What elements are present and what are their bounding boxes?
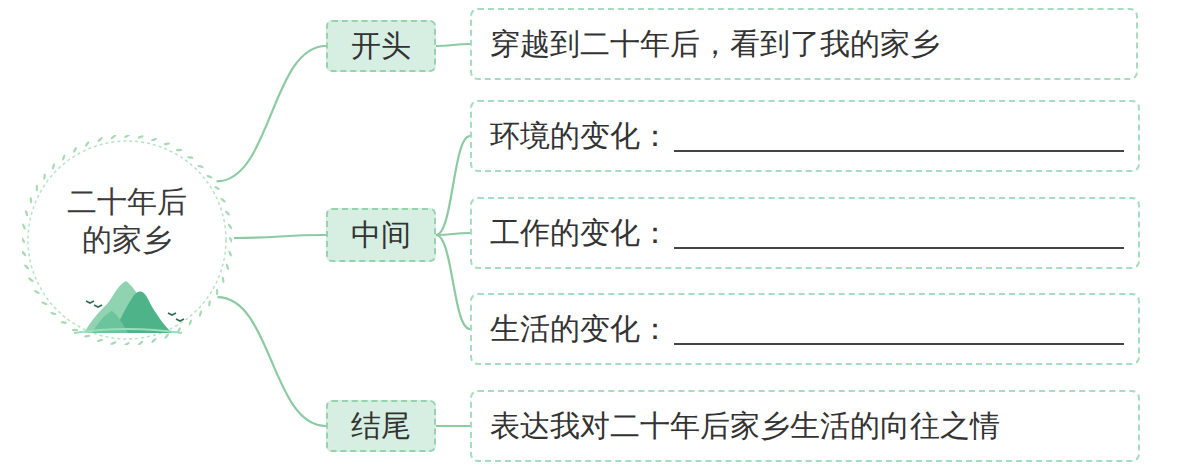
leaf-mark xyxy=(225,264,229,271)
leaf-mark xyxy=(137,135,144,139)
leaf-mark xyxy=(22,250,27,257)
branch-line xyxy=(436,425,470,427)
fill-in-blank-line xyxy=(674,120,1124,152)
leaf-mark xyxy=(164,333,170,340)
leaf-mark xyxy=(214,185,221,190)
content-box: 穿越到二十年后，看到了我的家乡 xyxy=(470,8,1138,80)
leaf-mark xyxy=(22,237,26,244)
dashed-ring xyxy=(28,141,226,339)
leaf-mark xyxy=(72,147,77,154)
leaf-mark xyxy=(29,197,32,204)
bird xyxy=(176,319,184,321)
leaf-mark xyxy=(151,337,157,343)
fill-in-blank-line xyxy=(674,313,1124,345)
leaf-mark xyxy=(41,301,48,306)
section-label: 开头 xyxy=(351,27,411,65)
leaf-ring xyxy=(22,135,232,345)
content-text: 表达我对二十年后家乡生活的向往之情 xyxy=(490,407,1000,445)
leaf-mark xyxy=(72,329,78,331)
content-text: 生活的变化： xyxy=(490,310,670,348)
leaf-mark xyxy=(84,141,90,148)
leaf-mark xyxy=(216,289,218,295)
content-text: 环境的变化： xyxy=(490,117,670,155)
branch-line xyxy=(436,136,470,235)
bird xyxy=(94,305,102,307)
leaf-mark xyxy=(208,300,211,307)
leaf-mark xyxy=(137,340,144,345)
leaf-mark xyxy=(110,135,117,140)
content-box: 生活的变化： xyxy=(470,293,1140,365)
central-circle: 二十年后 的家乡 xyxy=(22,135,232,345)
branch-box: 中间 xyxy=(326,208,436,262)
leaf-mark xyxy=(25,210,29,217)
content-text: 工作的变化： xyxy=(490,214,670,252)
leaf-mark xyxy=(34,289,41,294)
branch-box: 结尾 xyxy=(326,400,436,452)
content-box: 表达我对二十年后家乡生活的向往之情 xyxy=(470,390,1140,462)
section-label: 结尾 xyxy=(351,407,411,445)
leaf-mark xyxy=(36,185,38,191)
leaf-mark xyxy=(43,173,46,180)
leaf-mark xyxy=(124,135,131,139)
leaf-mark xyxy=(84,334,91,337)
leaf-mark xyxy=(224,210,230,216)
branch-line xyxy=(217,46,326,181)
topic-title: 二十年后 的家乡 xyxy=(64,183,190,258)
leaf-mark xyxy=(28,277,35,283)
fill-in-blank-line xyxy=(674,217,1124,249)
leaf-mark xyxy=(199,310,203,317)
leaf-mark xyxy=(22,223,26,230)
branch-line xyxy=(436,235,470,329)
leaf-mark xyxy=(206,174,213,179)
content-text: 穿越到二十年后，看到了我的家乡 xyxy=(490,25,940,63)
leaf-mark xyxy=(163,142,170,145)
leaf-mark xyxy=(221,276,224,283)
leaf-mark xyxy=(227,223,232,230)
branch-line xyxy=(217,297,326,426)
content-box: 环境的变化： xyxy=(470,100,1140,172)
ground-line xyxy=(74,329,182,333)
leaf-mark xyxy=(124,341,131,345)
leaf-mark xyxy=(187,156,194,159)
leaf-mark xyxy=(176,149,182,151)
leaf-mark xyxy=(61,154,66,161)
leaf-mark xyxy=(220,197,227,203)
leaf-mark xyxy=(110,341,117,345)
bird xyxy=(168,313,176,315)
leaf-mark xyxy=(23,264,29,270)
connector-group xyxy=(217,44,470,426)
leaf-mark xyxy=(188,319,193,326)
branch-box: 开头 xyxy=(326,20,436,72)
leaf-mark xyxy=(228,250,232,257)
leaf-mark xyxy=(97,338,104,342)
branch-line xyxy=(436,233,470,235)
leaf-mark xyxy=(51,163,55,170)
leaf-mark xyxy=(197,164,204,168)
section-label: 中间 xyxy=(351,216,411,254)
leaf-mark xyxy=(228,237,232,244)
branch-line xyxy=(436,44,470,46)
leaf-mark xyxy=(60,321,67,324)
bird xyxy=(86,301,94,303)
leaf-mark xyxy=(97,136,103,142)
mountain-illustration xyxy=(74,281,184,333)
branch-line xyxy=(234,235,326,238)
leaf-mark xyxy=(151,138,158,142)
content-box: 工作的变化： xyxy=(470,197,1140,269)
leaf-mark xyxy=(50,312,57,316)
